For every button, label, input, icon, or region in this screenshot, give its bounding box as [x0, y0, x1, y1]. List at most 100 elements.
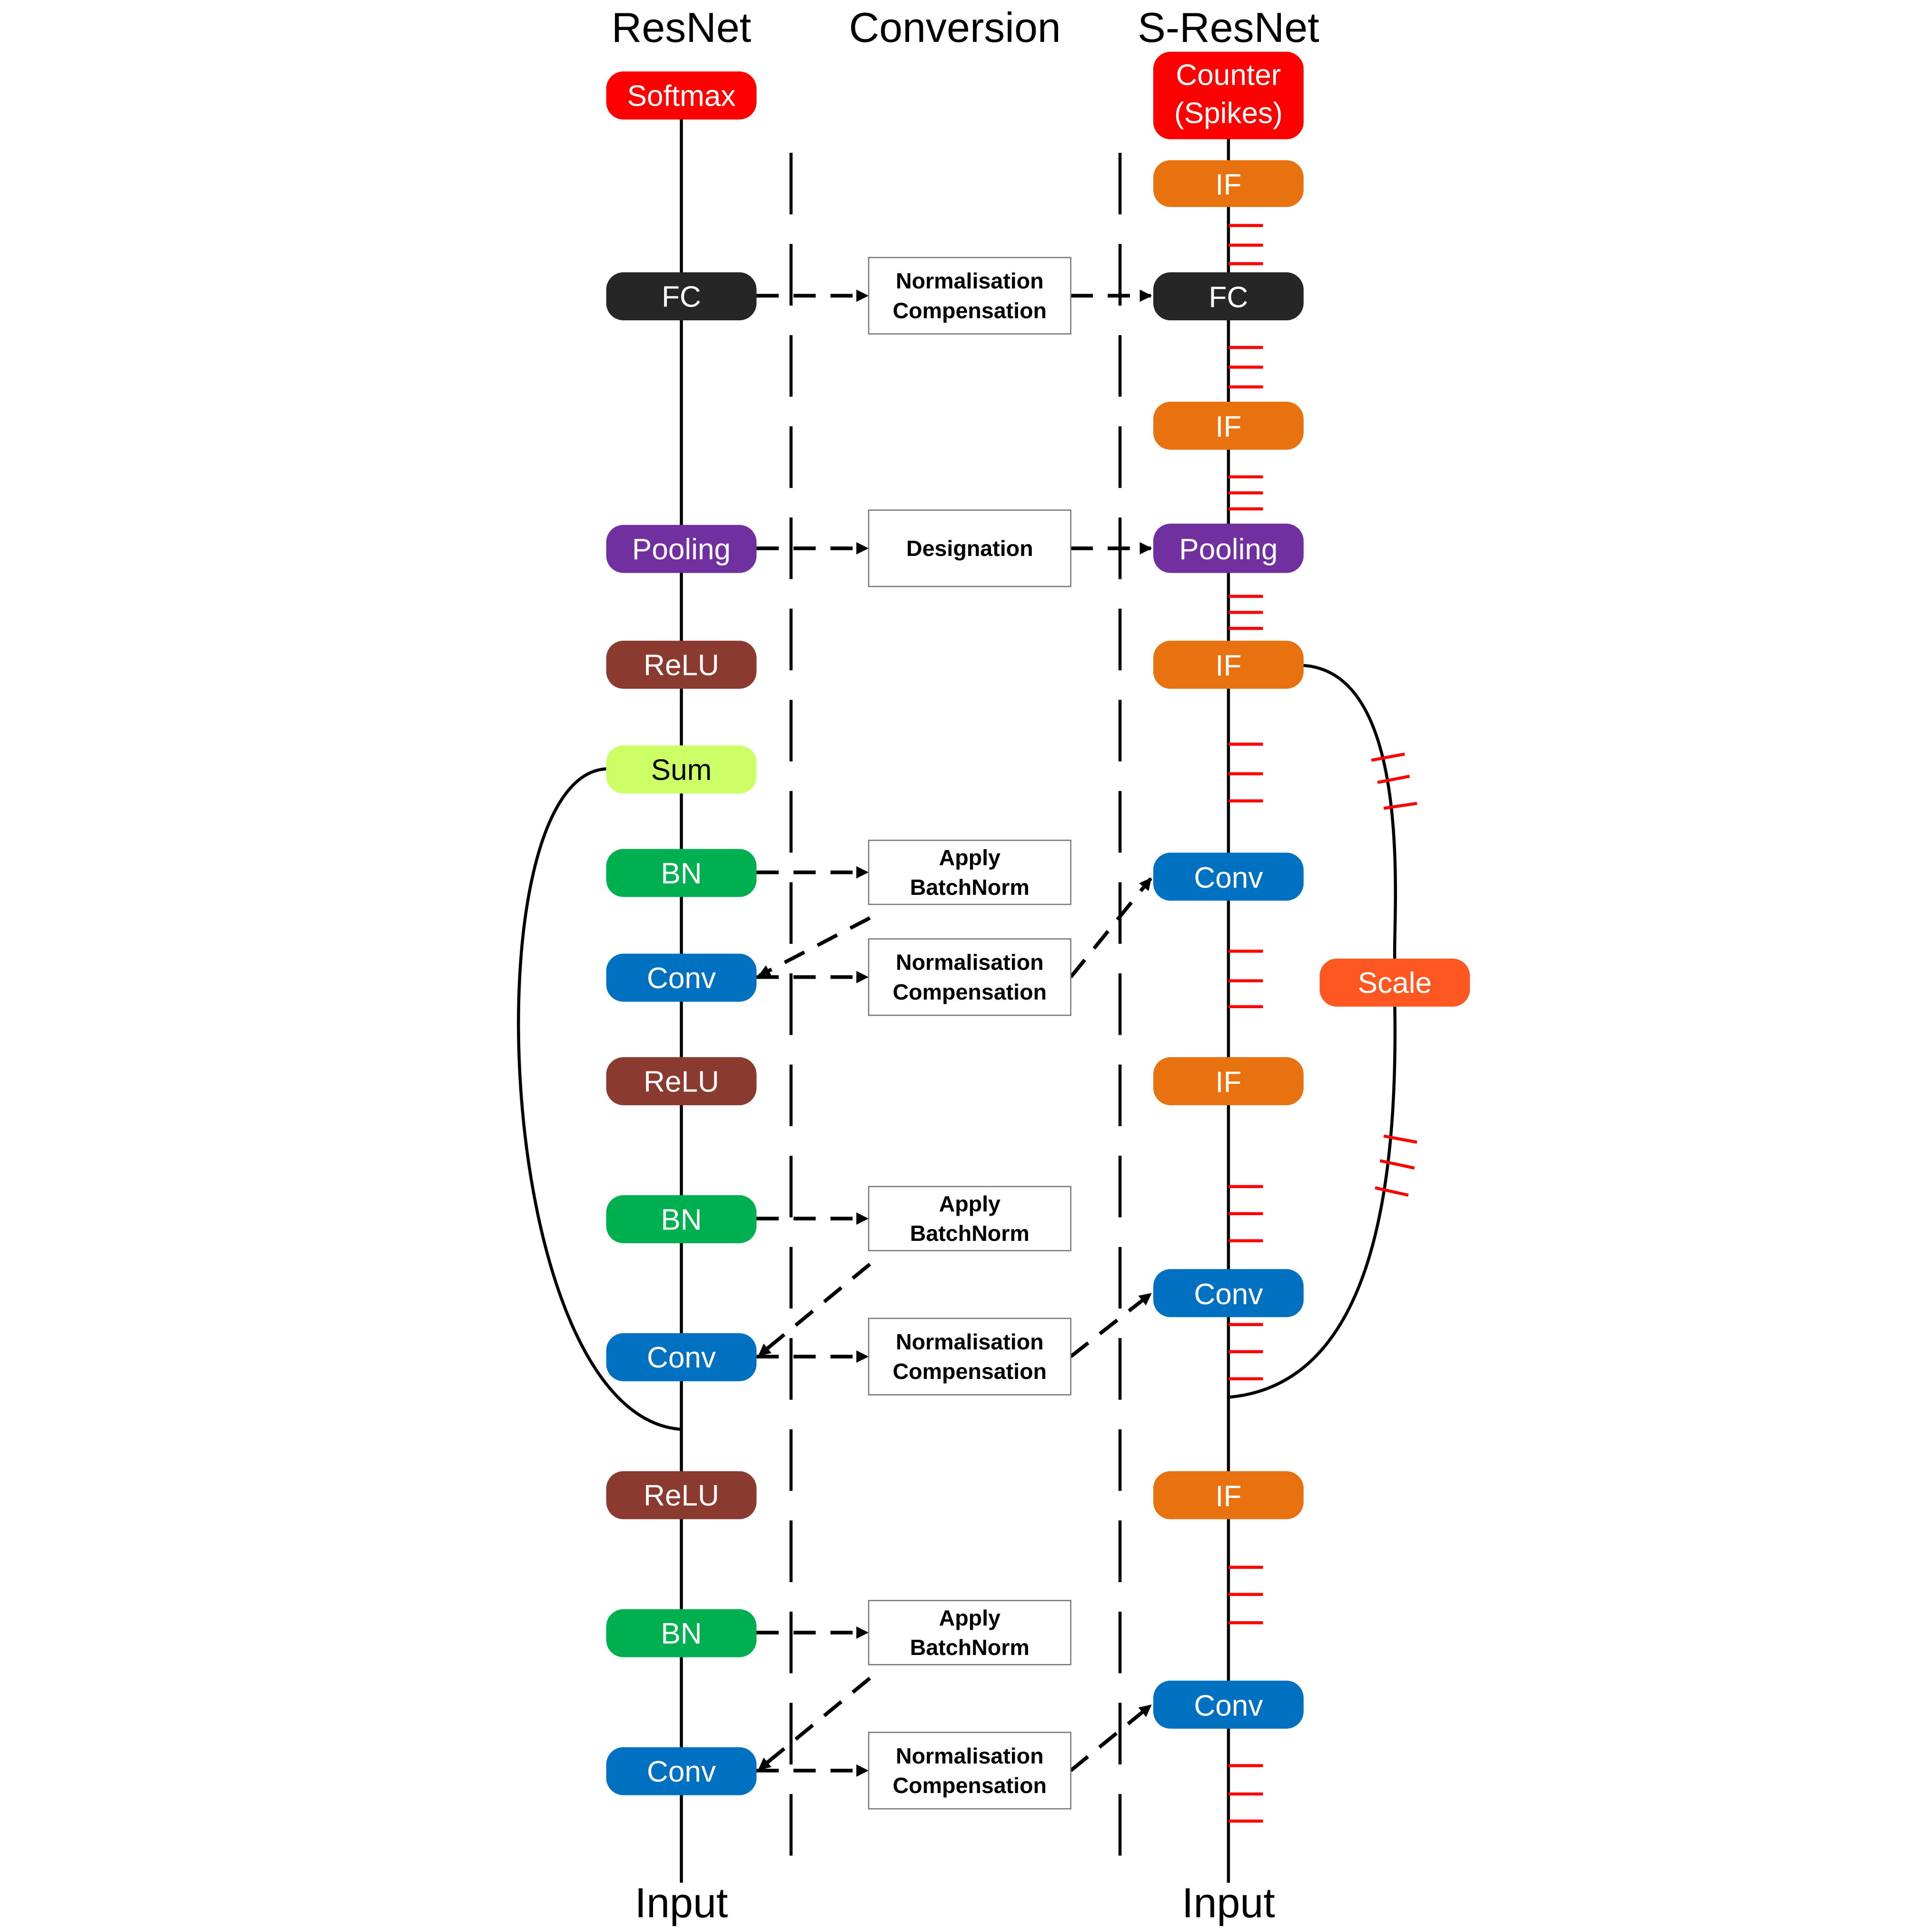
conversion-box — [868, 840, 1071, 905]
resnet-layer-relu[interactable]: ReLU — [606, 1057, 757, 1106]
conversion-line1: Normalisation — [896, 1329, 1044, 1354]
scale-node[interactable]: Scale — [1319, 958, 1470, 1007]
layer-box — [1153, 524, 1304, 573]
conversion-line1: Normalisation — [896, 950, 1044, 975]
resnet-skip-connection — [517, 767, 682, 1431]
conversion-line1: Apply — [939, 845, 1001, 870]
layer-box — [1153, 272, 1304, 321]
layer-label: Conv — [647, 1341, 716, 1374]
spike-mark — [1379, 1159, 1415, 1170]
footer-input-resnet: Input — [635, 1879, 728, 1926]
layer-label: ReLU — [644, 649, 719, 682]
scale-node-box — [1319, 958, 1470, 1007]
layer-label: Conv — [1194, 1689, 1263, 1722]
conversion-line2: Compensation — [893, 1773, 1047, 1798]
header-sresnet: S-ResNet — [1138, 4, 1319, 51]
header-conversion: Conversion — [849, 4, 1061, 51]
layer-label: BN — [661, 1617, 702, 1650]
layer-label: FC — [1209, 281, 1248, 314]
layer-box — [1153, 51, 1304, 139]
layer-label: Pooling — [632, 533, 731, 566]
conversion-line2: BatchNorm — [910, 875, 1030, 900]
conversion-line1: Designation — [906, 536, 1033, 561]
conversion-arrow — [758, 916, 871, 978]
conversion-box — [868, 509, 1071, 587]
conversion-line1: Apply — [939, 1191, 1001, 1216]
layer-box — [606, 1471, 757, 1519]
resnet-layer-relu[interactable]: ReLU — [606, 1471, 757, 1519]
resnet-layer-bn[interactable]: BN — [606, 1609, 757, 1657]
layer-label: IF — [1215, 650, 1241, 683]
conversion-box — [868, 257, 1071, 335]
resnet-layer-conv[interactable]: Conv — [606, 953, 757, 1002]
sresnet-layer-if[interactable]: IF — [1153, 1057, 1304, 1106]
sresnet-layer-conv[interactable]: Conv — [1153, 1680, 1304, 1729]
layer-label: ReLU — [644, 1479, 719, 1512]
spike-trains — [1228, 224, 1417, 1823]
conversion-line2: Compensation — [893, 980, 1047, 1004]
resnet-layer-sum[interactable]: Sum — [606, 745, 757, 794]
conversion-line2: Compensation — [893, 1359, 1047, 1384]
layer-label: Conv — [647, 962, 716, 995]
sresnet-layer-if[interactable]: IF — [1153, 641, 1304, 689]
conversion-arrow — [1070, 1704, 1152, 1772]
spike-mark — [1371, 753, 1405, 762]
sresnet-skip-connection — [1228, 664, 1397, 1399]
layer-box — [1153, 1269, 1304, 1318]
resnet-layer-fc[interactable]: FC — [606, 272, 757, 321]
layer-label: IF — [1215, 410, 1241, 443]
layer-label: Sum — [651, 753, 712, 786]
resnet-layers: SoftmaxFCPoolingReLUSumBNConvReLUBNConvR… — [606, 71, 757, 1795]
resnet-layer-bn[interactable]: BN — [606, 849, 757, 897]
layer-box — [606, 1747, 757, 1795]
conversion-box — [868, 1732, 1071, 1810]
sresnet-layer-if[interactable]: IF — [1153, 401, 1304, 450]
layer-label-secondary: (Spikes) — [1174, 97, 1283, 130]
conversion-line2: Compensation — [893, 298, 1047, 323]
sresnet-layer-if[interactable]: IF — [1153, 1471, 1304, 1519]
conversion-line2: BatchNorm — [910, 1221, 1030, 1246]
resnet-layer-pooling[interactable]: Pooling — [606, 525, 757, 573]
layer-box — [1153, 1471, 1304, 1519]
resnet-layer-conv[interactable]: Conv — [606, 1747, 757, 1795]
sresnet-layer-if[interactable]: IF — [1153, 160, 1304, 207]
layer-box — [1153, 160, 1304, 207]
spike-mark — [1377, 774, 1410, 784]
layer-label: Conv — [1194, 862, 1263, 894]
resnet-layer-softmax[interactable]: Softmax — [606, 71, 757, 120]
spike-mark — [1383, 1134, 1417, 1144]
conversion-arrow — [758, 1676, 872, 1771]
sresnet-layer-conv[interactable]: Conv — [1153, 852, 1304, 901]
sresnet-layer-counter[interactable]: Counter(Spikes) — [1153, 51, 1304, 139]
resnet-layer-bn[interactable]: BN — [606, 1195, 757, 1243]
layer-label: IF — [1215, 168, 1241, 201]
layer-label: BN — [661, 857, 702, 890]
conversion-box — [868, 1600, 1071, 1665]
layer-label: IF — [1215, 1480, 1241, 1513]
layer-box — [1153, 852, 1304, 901]
conversion-boxes: NormalisationCompensationDesignationAppl… — [868, 257, 1071, 1810]
footer-input-sresnet: Input — [1182, 1879, 1275, 1926]
resnet-layer-conv[interactable]: Conv — [606, 1333, 757, 1381]
layer-label: IF — [1215, 1066, 1241, 1099]
layer-box — [606, 745, 757, 794]
sresnet-layer-pooling[interactable]: Pooling — [1153, 524, 1304, 573]
layer-box — [606, 1195, 757, 1243]
sresnet-layer-conv[interactable]: Conv — [1153, 1269, 1304, 1318]
layer-label: BN — [661, 1203, 702, 1236]
layer-box — [1153, 1057, 1304, 1106]
header-resnet: ResNet — [612, 4, 751, 51]
conversion-line2: BatchNorm — [910, 1635, 1030, 1660]
layer-box — [606, 1333, 757, 1381]
resnet-layer-relu[interactable]: ReLU — [606, 641, 757, 689]
layer-label: Conv — [1194, 1278, 1263, 1311]
sresnet-layer-fc[interactable]: FC — [1153, 272, 1304, 321]
conversion-box — [868, 1186, 1071, 1251]
